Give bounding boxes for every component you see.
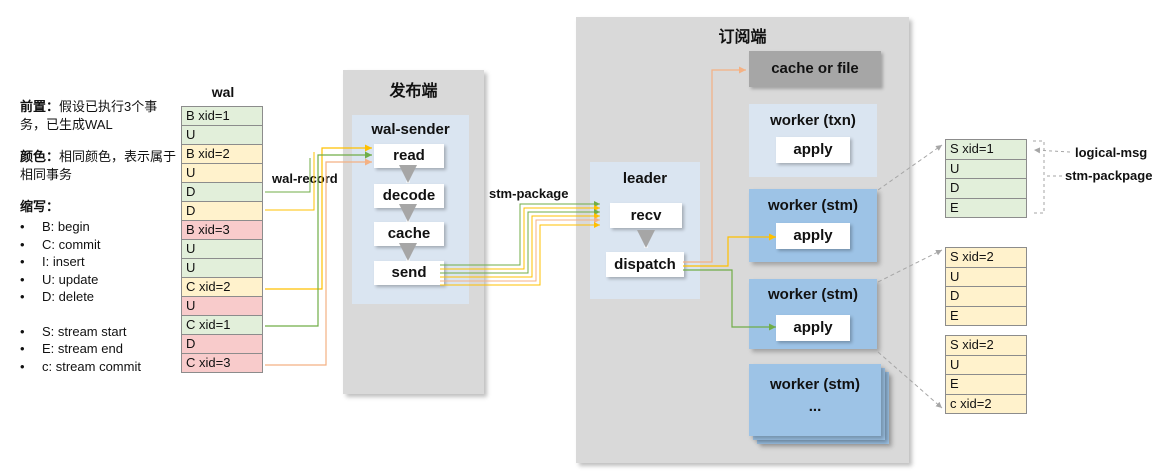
- wal-title: wal: [211, 84, 235, 100]
- legend-stream-list: S: stream start E: stream end c: stream …: [20, 323, 180, 376]
- wal-record: U: [181, 258, 263, 277]
- stm-package-label: stm-package: [489, 186, 569, 201]
- legend-abbrev-title: 缩写：: [20, 198, 180, 216]
- wal-record: U: [181, 239, 263, 258]
- legend-abbrev-item: C: commit: [20, 236, 180, 254]
- apply-stm-2: apply: [776, 315, 850, 341]
- message-row: S xid=1: [945, 139, 1027, 159]
- pointer-logical-msg: [1033, 147, 1071, 154]
- logical-msg-label: logical-msg: [1075, 145, 1148, 160]
- subscriber-title: 订阅端: [718, 29, 767, 46]
- wal-record: C xid=3: [181, 353, 263, 373]
- legend-color: 颜色：相同颜色，表示属于相同事务: [20, 148, 180, 184]
- wal-record: D: [181, 334, 263, 353]
- legend-abbrev-item: D: delete: [20, 288, 180, 306]
- worker-stm-box-3: worker (stm) ...: [749, 364, 881, 436]
- message-row: U: [945, 158, 1027, 178]
- message-row: E: [945, 305, 1027, 326]
- worker-stm-box-2: worker (stm) apply: [749, 279, 877, 349]
- wal-sender-title: wal-sender: [371, 121, 450, 138]
- legend-abbrev-item: U: update: [20, 271, 180, 289]
- worker-stm-title-3: worker (stm): [769, 376, 861, 393]
- wal-record: D: [181, 201, 263, 220]
- worker-txn-box: worker (txn) apply: [749, 104, 877, 177]
- publisher-panel: 发布端 wal-sender read decode cache send: [343, 70, 484, 394]
- message-row: E: [945, 197, 1027, 218]
- worker-stm-title-1: worker (stm): [767, 197, 859, 214]
- message-row: D: [945, 178, 1027, 198]
- message-row: D: [945, 286, 1027, 306]
- stm-packpage-label: stm-packpage: [1065, 168, 1153, 183]
- bracket-stm-packpage: [1033, 140, 1045, 214]
- wal-record: B xid=3: [181, 220, 263, 239]
- worker-stm-box-1: worker (stm) apply: [749, 189, 877, 262]
- wal-record: U: [181, 163, 263, 182]
- wal-record: C xid=1: [181, 315, 263, 334]
- legend-precondition-text: 假设已执行3个事务，已生成WAL: [20, 99, 158, 132]
- legend-color-label: 颜色：: [20, 149, 60, 164]
- worker-ellipsis: ...: [808, 398, 822, 415]
- wal-record: C xid=2: [181, 277, 263, 296]
- wal-record: B xid=2: [181, 144, 263, 163]
- worker-stm-title-2: worker (stm): [767, 286, 859, 303]
- worker-txn-title: worker (txn): [770, 112, 856, 129]
- leader-box: leader recv dispatch: [590, 162, 700, 299]
- leader-title: leader: [622, 170, 668, 187]
- message-row: S xid=2: [945, 335, 1027, 355]
- wal-record: U: [181, 296, 263, 315]
- apply-txn: apply: [776, 137, 850, 163]
- message-row: E: [945, 374, 1027, 394]
- legend-abbrev-list: B: begin C: commit I: insert U: update D…: [20, 218, 180, 306]
- message-row: U: [945, 266, 1027, 286]
- message-row: c xid=2: [945, 393, 1027, 414]
- publisher-title: 发布端: [389, 83, 438, 100]
- legend-abbrev-item: B: begin: [20, 218, 180, 236]
- message-row: U: [945, 354, 1027, 374]
- legend-color-text: 相同颜色，表示属于相同事务: [20, 149, 177, 182]
- legend-stream-item: c: stream commit: [20, 358, 180, 376]
- wal-record: D: [181, 182, 263, 201]
- wal-record: U: [181, 125, 263, 144]
- message-row: S xid=2: [945, 247, 1027, 267]
- dispatch-step: dispatch: [606, 252, 684, 277]
- wal-record-label: wal-record: [272, 171, 338, 186]
- decode-step: decode: [374, 184, 444, 208]
- read-step: read: [374, 144, 444, 168]
- send-step: send: [374, 261, 444, 285]
- recv-step: recv: [610, 203, 682, 228]
- legend-stream-item: S: stream start: [20, 323, 180, 341]
- legend-abbrev-item: I: insert: [20, 253, 180, 271]
- cache-or-file-box: cache or file: [749, 51, 881, 87]
- legend-precondition-label: 前置：: [20, 99, 60, 114]
- legend: 前置：假设已执行3个事务，已生成WAL 颜色：相同颜色，表示属于相同事务 缩写：…: [20, 98, 180, 375]
- cache-step: cache: [374, 222, 444, 246]
- cache-or-file-label: cache or file: [771, 60, 859, 77]
- wal-sender-box: wal-sender read decode cache send: [352, 115, 469, 304]
- subscriber-panel: 订阅端 cache or file leader recv dispatch w…: [576, 17, 909, 463]
- legend-stream-item: E: stream end: [20, 340, 180, 358]
- legend-abbrev-title-text: 缩写：: [20, 199, 60, 214]
- wal-record: B xid=1: [181, 106, 263, 125]
- apply-stm-1: apply: [776, 223, 850, 249]
- legend-precondition: 前置：假设已执行3个事务，已生成WAL: [20, 98, 180, 134]
